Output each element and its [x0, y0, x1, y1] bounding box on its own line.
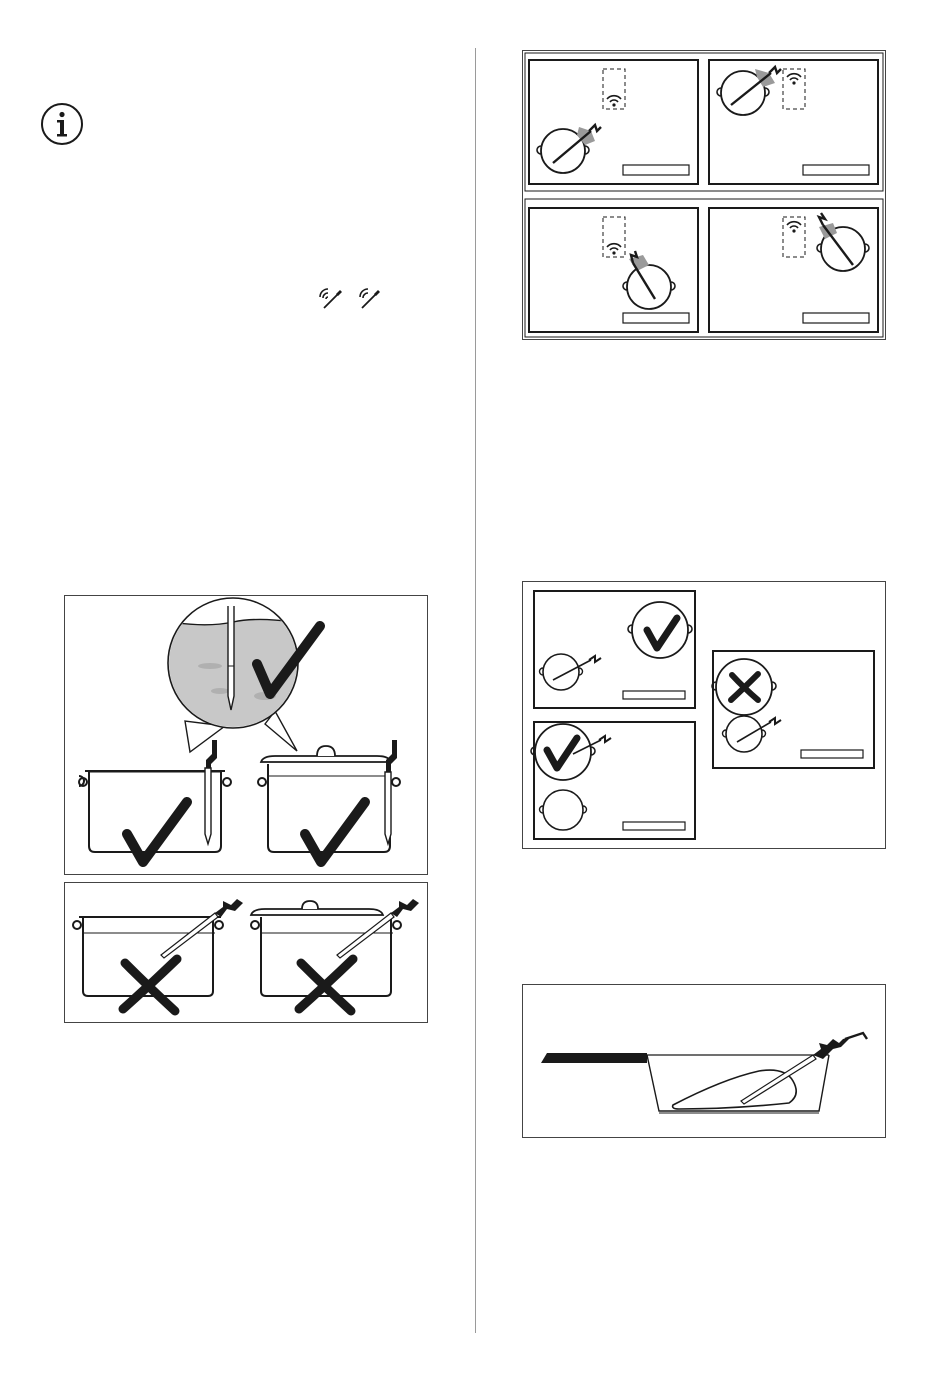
probe-liquid-immersion-figure [64, 595, 428, 875]
panel-c [529, 208, 698, 332]
probe-wrong-angle-figure [64, 882, 428, 1023]
probe-pot-position-figure [522, 581, 886, 849]
panel-b [709, 60, 878, 184]
column-divider [475, 48, 476, 1333]
panel-a [529, 60, 698, 184]
probe-wireless-placement-figure [522, 50, 886, 340]
panel-d [709, 208, 878, 332]
probe-icon [356, 285, 384, 311]
info-icon [40, 102, 84, 146]
wireless-probe-icon [316, 285, 346, 311]
probe-pan-insertion-figure [522, 984, 886, 1138]
